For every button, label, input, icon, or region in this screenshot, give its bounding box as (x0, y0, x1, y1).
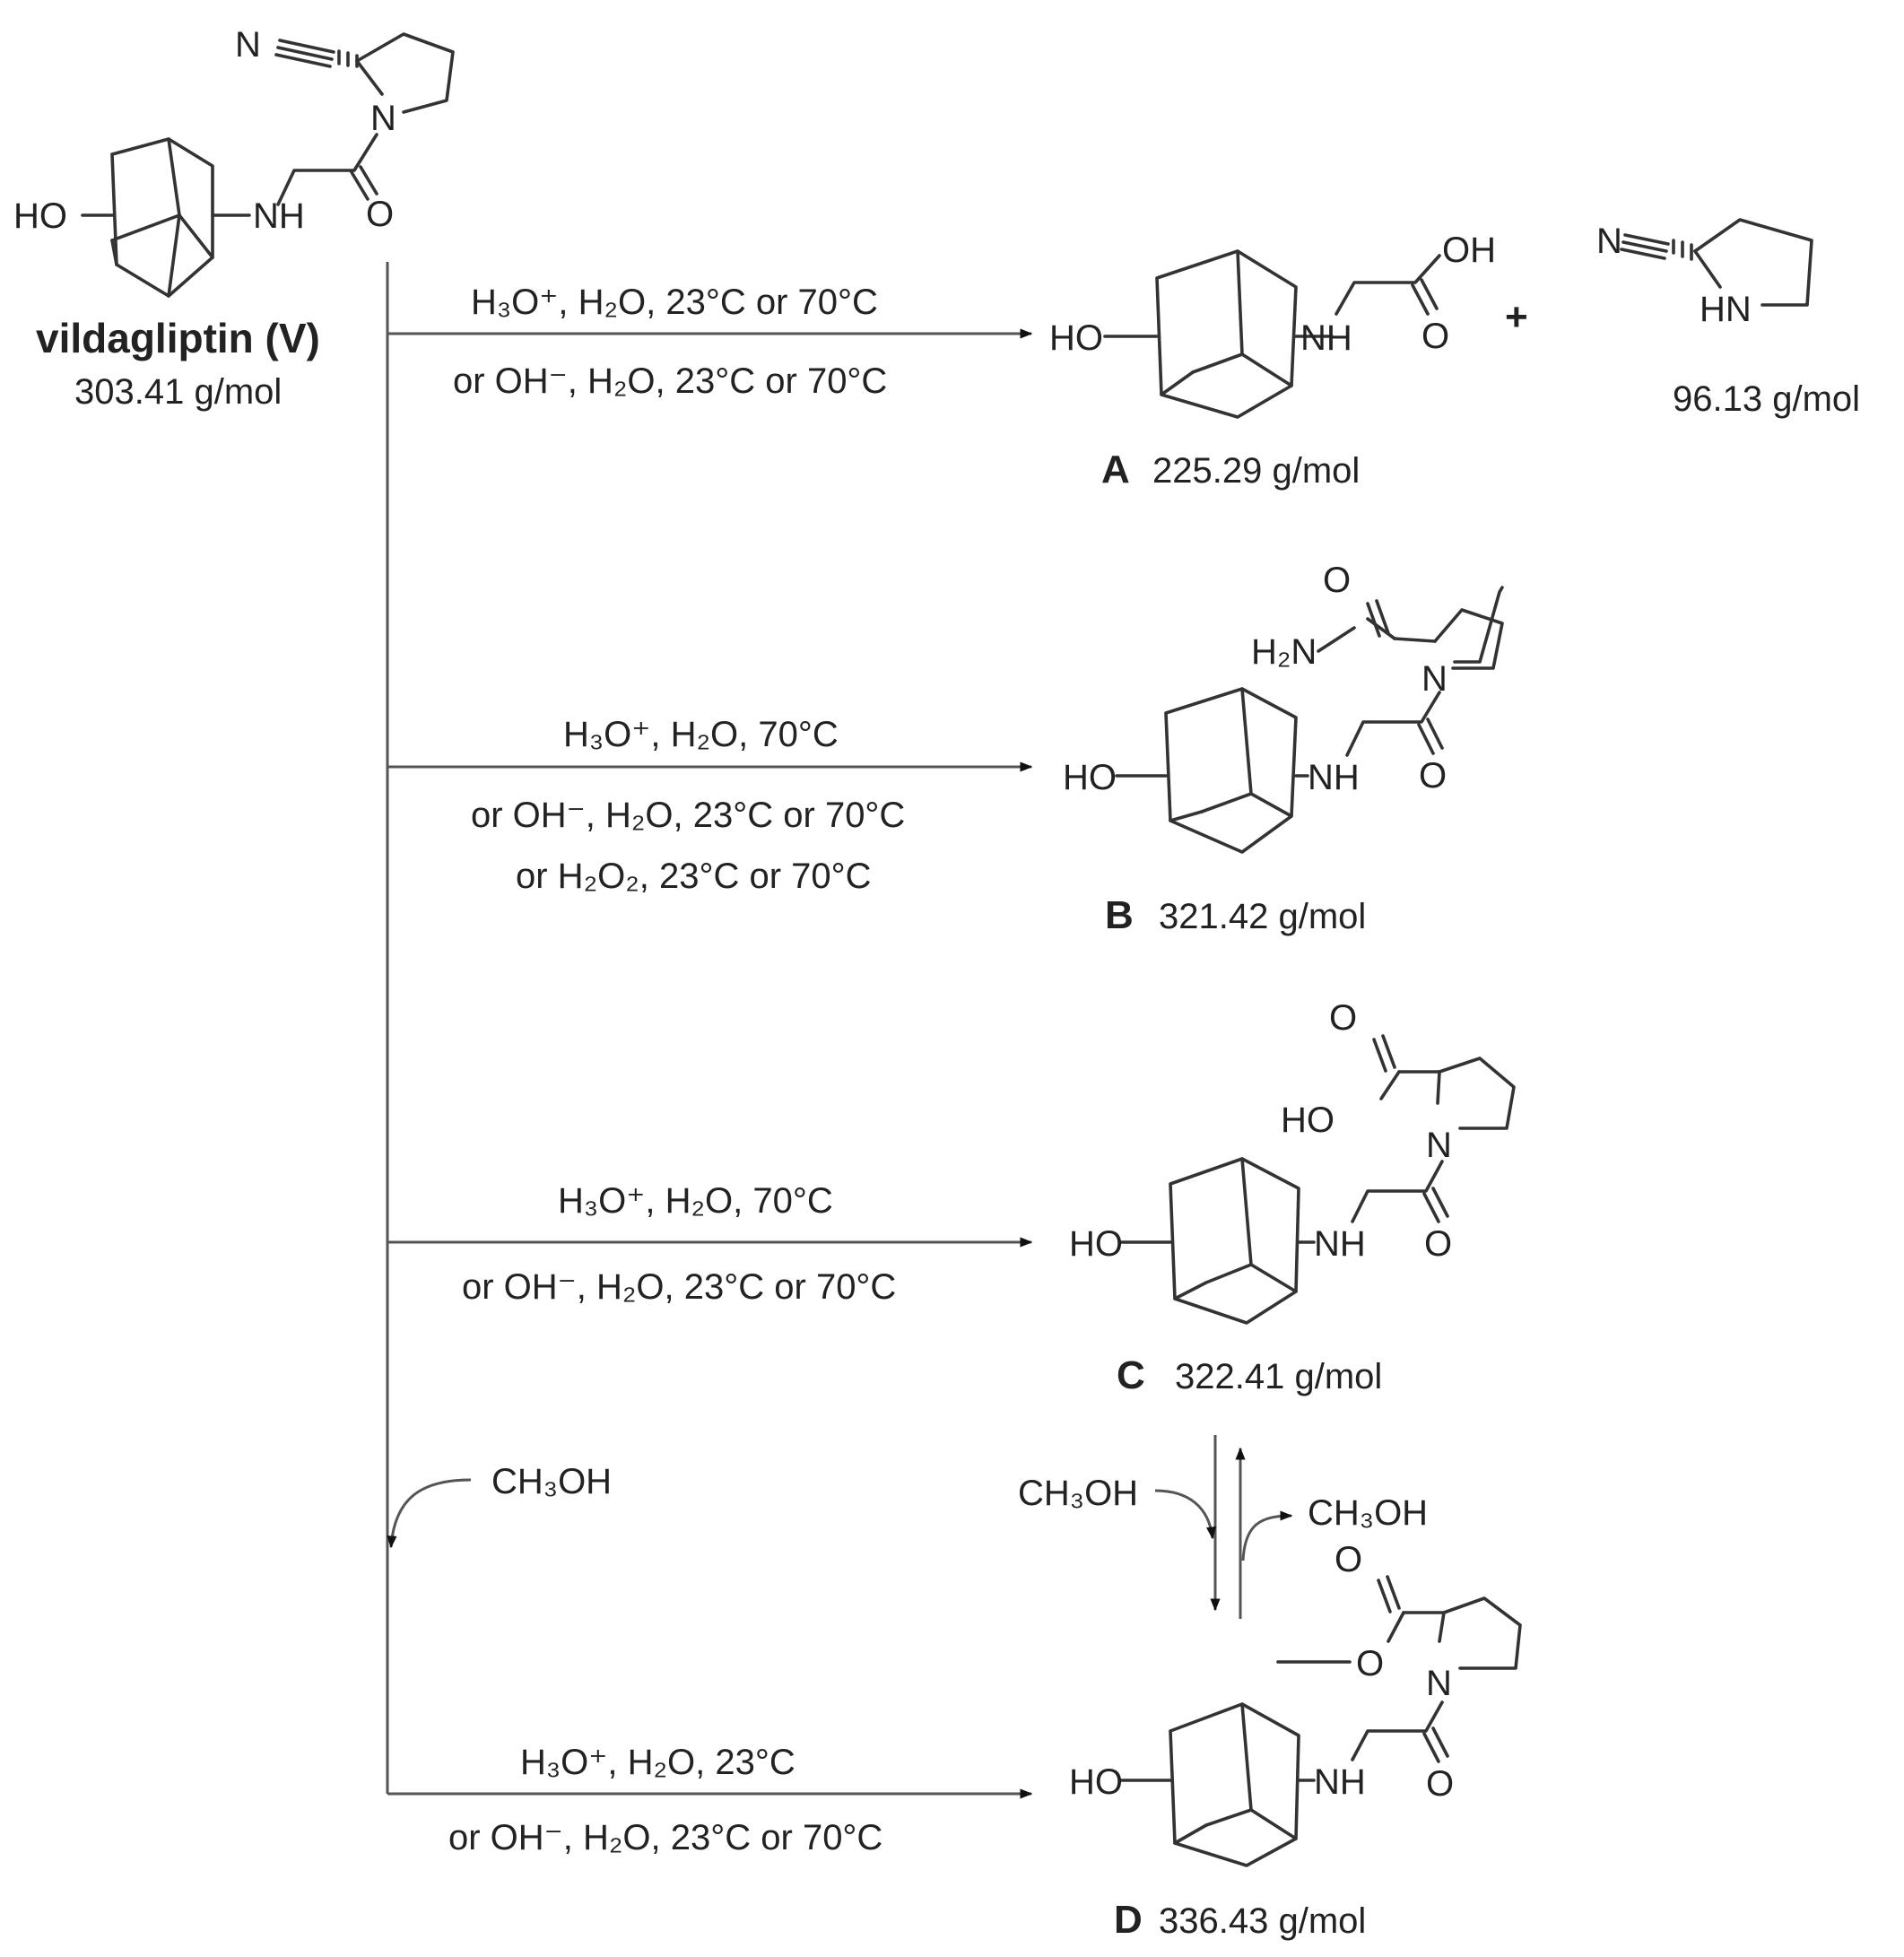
equilibrium-arrows (1154, 1435, 1293, 1619)
c-ring-n: N (1426, 1126, 1452, 1165)
conditions-d-line-2: or OH⁻, H₂O, 23°C or 70°C (448, 1818, 882, 1857)
conditions-c-line-1: H₃O⁺, H₂O, 70°C (558, 1181, 833, 1221)
methanol-branch-arrow (387, 1478, 472, 1549)
b-carbonyl-o: O (1419, 756, 1447, 796)
c-acid-oh: HO (1281, 1100, 1335, 1140)
adamantane-cage (1155, 249, 1298, 419)
c-carbonyl-o: O (1424, 1224, 1452, 1264)
b-ho-label: HO (1063, 758, 1117, 797)
branch-lines (386, 262, 1033, 1799)
adamantane-cage (1169, 1157, 1300, 1325)
b-ring-n: N (1421, 659, 1448, 699)
conditions-b-line-1: H₃O⁺, H₂O, 70°C (563, 715, 839, 754)
product-b-label: B (1105, 893, 1134, 937)
product-b-structure: HO NH O N O H₂N (1063, 561, 1504, 854)
vildagliptin-mw: 303.41 g/mol (74, 372, 282, 412)
product-d-structure: HO NH O N O O (1069, 1540, 1522, 1867)
adamantane-cage (110, 137, 214, 298)
side-hn-label: HN (1700, 290, 1752, 329)
methanol-eq-out: CH₃OH (1308, 1493, 1428, 1533)
b-h2n-label: H₂N (1251, 632, 1317, 672)
d-ring-n: N (1426, 1664, 1452, 1703)
c-nh-label: NH (1314, 1224, 1366, 1264)
conditions-b-line-3: or H₂O₂, 23°C or 70°C (516, 857, 872, 896)
methanol-eq-in: CH₃OH (1018, 1474, 1138, 1513)
product-a-mw: 225.29 g/mol (1152, 451, 1360, 491)
product-c-structure: HO NH O N O HO (1069, 998, 1516, 1325)
product-c-label: C (1117, 1353, 1145, 1397)
vildagliptin-structure: HO NH O N N (13, 25, 455, 298)
vildagliptin-name: vildagliptin (V) (36, 315, 320, 361)
product-c-mw: 322.41 g/mol (1175, 1357, 1382, 1396)
side-nitrile-n: N (1596, 222, 1622, 261)
a-oh-label: OH (1442, 230, 1496, 270)
d-nh-label: NH (1314, 1762, 1366, 1802)
adamantane-cage (1164, 687, 1298, 854)
conditions-b-line-2: or OH⁻, H₂O, 23°C or 70°C (471, 796, 905, 835)
product-a-structure: HO NH O OH (1049, 230, 1496, 419)
side-product-structure: N HN (1596, 218, 1813, 329)
conditions-d-line-1: H₃O⁺, H₂O, 23°C (520, 1743, 796, 1782)
vild-nitrile-n: N (235, 25, 261, 65)
d-ester-o: O (1335, 1540, 1362, 1579)
side-nitrile-hash (1672, 239, 1693, 261)
c-acid-o: O (1329, 998, 1357, 1038)
product-a-label: A (1101, 448, 1130, 491)
adamantane-cage (1169, 1702, 1300, 1867)
c-ho-label: HO (1069, 1224, 1123, 1264)
product-d-mw: 336.43 g/mol (1159, 1901, 1366, 1941)
conditions-a-line-1: H₃O⁺, H₂O, 23°C or 70°C (471, 283, 878, 322)
a-carbonyl-o: O (1421, 317, 1449, 356)
conditions-a-line-2: or OH⁻, H₂O, 23°C or 70°C (453, 361, 887, 401)
b-amide-o: O (1323, 561, 1351, 600)
product-d-label: D (1114, 1898, 1143, 1942)
plus-sign: + (1505, 295, 1528, 339)
vild-carbonyl-o: O (366, 195, 394, 234)
side-product-mw: 96.13 g/mol (1673, 379, 1860, 419)
a-nh-label: NH (1300, 318, 1352, 358)
b-nh-label: NH (1308, 758, 1360, 797)
vild-ho-label: HO (13, 196, 67, 236)
product-b-mw: 321.42 g/mol (1159, 897, 1366, 936)
d-ho-label: HO (1069, 1762, 1123, 1802)
a-ho-label: HO (1049, 318, 1103, 358)
vild-ring-n: N (370, 99, 396, 138)
methanol-branch-label: CH₃OH (491, 1462, 612, 1501)
d-carbonyl-o: O (1426, 1764, 1454, 1804)
conditions-c-line-2: or OH⁻, H₂O, 23°C or 70°C (462, 1267, 896, 1307)
vild-nitrile-hash (337, 49, 359, 68)
d-ether-o: O (1356, 1644, 1384, 1683)
